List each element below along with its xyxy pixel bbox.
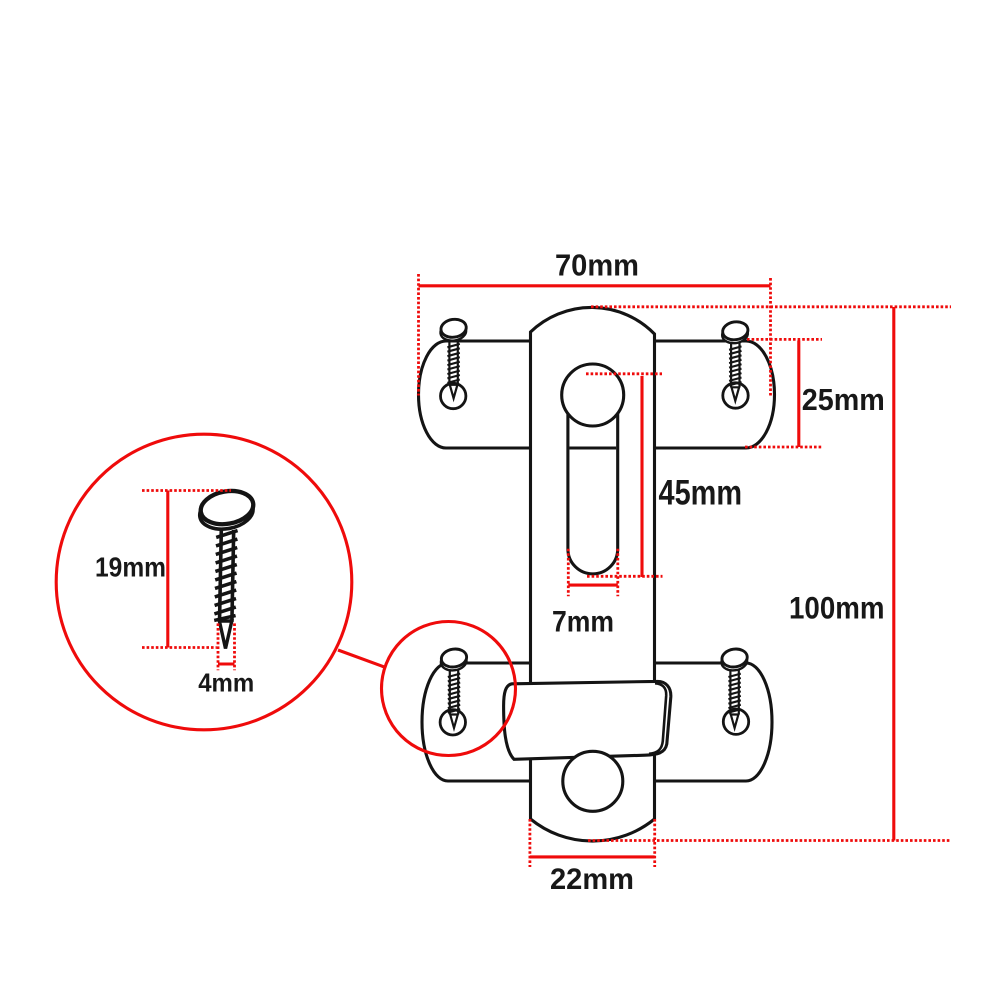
svg-text:25mm: 25mm: [802, 383, 885, 417]
svg-text:45mm: 45mm: [659, 474, 743, 513]
svg-text:70mm: 70mm: [555, 249, 639, 283]
svg-text:19mm: 19mm: [95, 552, 166, 583]
svg-text:100mm: 100mm: [789, 590, 885, 626]
svg-text:4mm: 4mm: [198, 668, 254, 698]
svg-text:22mm: 22mm: [550, 863, 634, 896]
svg-text:7mm: 7mm: [552, 606, 614, 639]
